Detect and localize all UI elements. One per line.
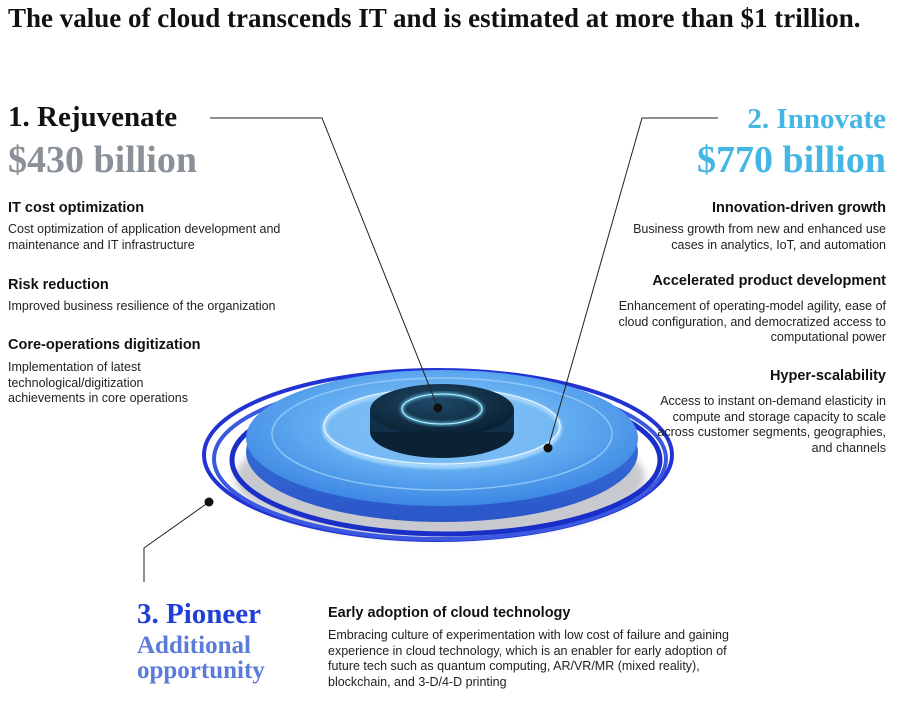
- rejuvenate-item-3: Core-operations digitization Implementat…: [8, 336, 213, 407]
- item-heading: Hyper-scalability: [769, 368, 886, 384]
- innovate-amount: $770 billion: [697, 139, 886, 181]
- innovate-item-1: Innovation-driven growth Business growth…: [626, 199, 886, 253]
- connector-pioneer: [143, 501, 210, 582]
- item-heading: IT cost optimization: [8, 200, 145, 216]
- innovate-item-3: Hyper-scalability Access to instant on-d…: [646, 367, 886, 456]
- connector-rejuvenate: [210, 117, 439, 409]
- pioneer-subtitle: Additional opportunity: [137, 633, 265, 683]
- innovate-item-2: Accelerated product development Enhancem…: [606, 272, 886, 346]
- innovate-title: 2. Innovate: [747, 103, 886, 135]
- pioneer-title: 3. Pioneer: [137, 598, 262, 630]
- item-body: Improved business resilience of the orga…: [8, 299, 276, 313]
- pioneer-subtitle-line-1: Additional: [137, 632, 251, 659]
- rejuvenate-amount: $430 billion: [8, 139, 197, 181]
- pioneer-subtitle-line-2: opportunity: [137, 657, 265, 684]
- item-heading: Early adoption of cloud technology: [328, 605, 571, 621]
- connector-innovate: [547, 117, 718, 449]
- connector-dot-rejuvenate: [433, 403, 443, 413]
- item-body: Access to instant on-demand elasticity i…: [657, 394, 886, 455]
- rejuvenate-item-2: Risk reduction Improved business resilie…: [8, 276, 308, 315]
- rejuvenate-title: 1. Rejuvenate: [8, 101, 178, 133]
- item-heading: Accelerated product development: [652, 273, 886, 289]
- item-body: Embracing culture of experimentation wit…: [328, 628, 729, 689]
- connector-dot-innovate: [543, 443, 553, 453]
- item-heading: Innovation-driven growth: [712, 200, 886, 216]
- item-body: Business growth from new and enhanced us…: [633, 222, 886, 252]
- item-body: Cost optimization of application develop…: [8, 222, 281, 252]
- item-heading: Risk reduction: [8, 277, 109, 293]
- item-heading: Core-operations digitization: [8, 337, 201, 353]
- page-title: The value of cloud transcends IT and is …: [8, 3, 861, 33]
- item-body: Implementation of latest technological/d…: [8, 360, 188, 405]
- connector-dot-pioneer: [204, 497, 214, 507]
- rejuvenate-item-1: IT cost optimization Cost optimization o…: [8, 199, 308, 253]
- pioneer-item: Early adoption of cloud technology Embra…: [328, 604, 740, 690]
- item-body: Enhancement of operating-model agility, …: [618, 299, 886, 344]
